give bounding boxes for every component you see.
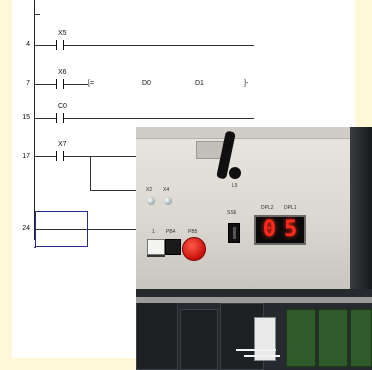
display-label-dpl2: DPL2 xyxy=(261,205,274,211)
seven-segment-display: 0 5 xyxy=(254,215,306,245)
rung-line xyxy=(34,118,254,119)
wire xyxy=(244,355,280,357)
display-digit-ones: 5 xyxy=(284,217,298,242)
step-number: 15 xyxy=(22,114,30,121)
rung-line xyxy=(34,229,144,230)
display-digit-tens: 0 xyxy=(262,217,276,242)
button-label-pb5: PB5 xyxy=(188,229,198,235)
panel-top-strip xyxy=(136,127,372,139)
device-label: X7 xyxy=(58,141,67,148)
indicator-lamp xyxy=(147,197,155,205)
plc-module xyxy=(136,301,178,370)
device-label: X5 xyxy=(58,30,67,37)
indicator-lamp xyxy=(164,197,172,205)
monitor-edge xyxy=(350,127,372,307)
step-number: 4 xyxy=(26,41,30,48)
display-label-dpl1: DPL1 xyxy=(284,205,297,211)
lamp-tag-label: L5 xyxy=(232,183,238,189)
branch-rung xyxy=(90,190,138,191)
contact-c0[interactable] xyxy=(56,113,64,123)
input-label-x4: X4 xyxy=(163,187,170,193)
plc-module xyxy=(180,309,218,370)
operand-d1: D1 xyxy=(195,80,204,87)
din-rail xyxy=(136,297,372,303)
selector-label: SS6 xyxy=(227,210,237,216)
rung-line xyxy=(34,45,254,46)
relay-board xyxy=(350,309,372,367)
button-label-1: 1 xyxy=(152,229,155,235)
rung-line xyxy=(34,156,144,157)
trainer-panel-photo: L5 X2 X4 1 PB4 PB5 SS6 DPL2 DPL1 0 5 xyxy=(136,127,372,370)
step-number: 24 xyxy=(22,225,30,232)
contact-x5[interactable] xyxy=(56,40,64,50)
device-label: C0 xyxy=(58,103,67,110)
relay-board xyxy=(318,309,348,367)
operand-d0: D0 xyxy=(142,80,151,87)
left-power-rail xyxy=(34,0,35,240)
contact-x6[interactable] xyxy=(56,79,64,89)
black-knob xyxy=(229,167,241,179)
compare-close: ]- xyxy=(244,80,249,87)
rung-end-tick xyxy=(34,247,36,248)
contact-x7[interactable] xyxy=(56,151,64,161)
branch-line xyxy=(90,156,91,190)
relay-board xyxy=(286,309,316,367)
red-stop-button[interactable] xyxy=(182,237,206,261)
control-panel-face: L5 X2 X4 1 PB4 PB5 SS6 DPL2 DPL1 0 5 xyxy=(136,127,372,289)
button-label-pb4: PB4 xyxy=(166,229,176,235)
cell-selection-cursor[interactable] xyxy=(35,211,88,247)
device-label: X6 xyxy=(58,69,67,76)
step-number: 7 xyxy=(26,80,30,87)
selector-switch[interactable] xyxy=(228,223,240,243)
black-push-button[interactable] xyxy=(165,239,181,255)
wire xyxy=(236,349,276,351)
input-label-x2: X2 xyxy=(146,187,153,193)
rung-top-partial xyxy=(34,14,40,15)
compare-open: [= xyxy=(88,80,95,87)
white-push-button[interactable] xyxy=(147,239,165,255)
step-number: 17 xyxy=(22,153,30,160)
